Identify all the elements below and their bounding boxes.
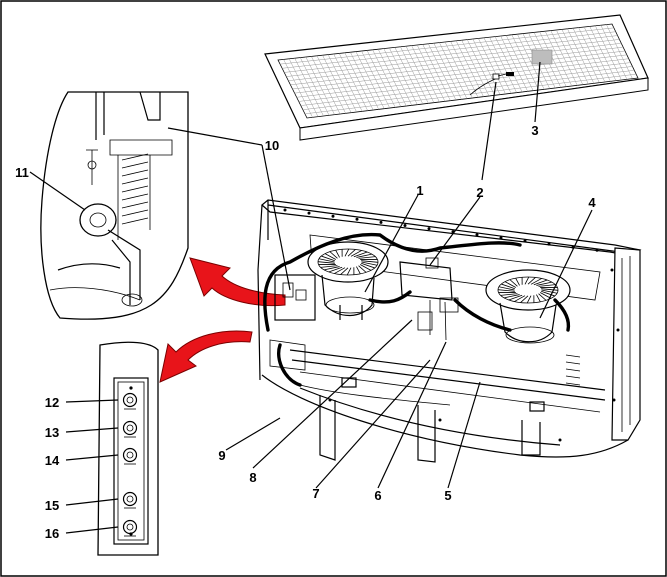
switch-knobs	[122, 386, 138, 537]
callout-6: 6	[374, 488, 381, 503]
callout-14: 14	[45, 453, 60, 468]
detail-arrow-lower	[159, 330, 253, 383]
callout-10: 10	[265, 138, 279, 153]
callout-15: 15	[45, 498, 59, 513]
coil-fins	[121, 153, 149, 225]
mounting-holes	[283, 208, 620, 442]
callout-8: 8	[249, 470, 256, 485]
filter-highlight-patch	[531, 49, 553, 65]
control-compartment-left	[269, 274, 545, 412]
blower-wheel-left	[307, 241, 389, 320]
motor-body	[79, 203, 117, 237]
callout-11: 11	[15, 165, 29, 180]
inset-detail-motor	[40, 91, 189, 320]
callout-12: 12	[45, 395, 59, 410]
leader-lines	[29, 61, 593, 534]
inset-control-panel	[97, 341, 159, 556]
callout-16: 16	[45, 526, 59, 541]
main-unit-housing	[257, 199, 642, 463]
callout-labels: 1 2 3 4 5 6 7 8 9 10 11 12 13 14 15 16	[15, 123, 596, 541]
filter-grid-mesh	[280, 24, 637, 118]
filter-grid-panel	[264, 14, 649, 141]
callout-7: 7	[312, 486, 319, 501]
callout-4: 4	[588, 195, 596, 210]
wiring-harness	[263, 232, 571, 406]
callout-3: 3	[531, 123, 538, 138]
callout-9: 9	[218, 448, 225, 463]
callout-5: 5	[444, 488, 451, 503]
callout-1: 1	[416, 183, 423, 198]
vent-grille-right	[565, 354, 581, 386]
callout-2: 2	[476, 185, 483, 200]
callout-13: 13	[45, 425, 59, 440]
